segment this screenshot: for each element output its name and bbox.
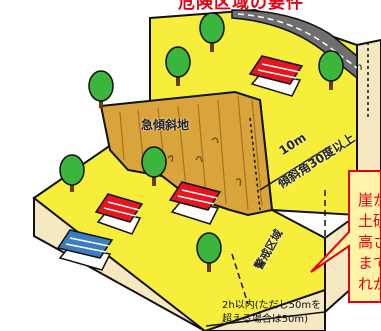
tree-cliff-top xyxy=(88,70,114,108)
slope-arrow-line xyxy=(259,145,331,191)
cliff-label: 急傾斜地 xyxy=(141,118,190,132)
callout-line-3: 高さ xyxy=(358,233,381,251)
distance-label: 2h以内(ただし50mを超える場合は50m) xyxy=(222,299,362,327)
callout-line-4: まで xyxy=(358,254,381,272)
tree-upper-right xyxy=(318,50,344,90)
warning-zone-boundary xyxy=(231,253,249,305)
distance-line-2: 超える場合は50m) xyxy=(222,314,309,325)
height-h-mark: h xyxy=(356,62,363,73)
road xyxy=(231,9,358,80)
distance-arrow xyxy=(205,311,326,327)
callout-line-5: れか xyxy=(358,275,381,293)
cliff-cracks xyxy=(167,137,242,187)
title-fragment: 危険区域の要件 xyxy=(178,0,304,13)
callout-line-2: 土砂 xyxy=(358,212,381,230)
tree-lower-right xyxy=(196,232,222,272)
callout-bubble xyxy=(310,170,381,303)
tree-top-right xyxy=(199,12,225,52)
cliff-texture xyxy=(119,95,263,211)
house-lower-left xyxy=(94,193,144,235)
distance-line-1: 2h以内(ただし50mを xyxy=(222,300,322,311)
road-centerline xyxy=(237,13,358,69)
cliff-face xyxy=(99,90,274,217)
house-upper xyxy=(248,55,304,97)
tree-top-left xyxy=(165,46,191,86)
house-lower-right xyxy=(168,181,222,225)
tree-lower-left xyxy=(59,154,85,192)
callout-line-1: 崖か xyxy=(358,191,381,209)
tree-lower-middle xyxy=(141,146,167,186)
house-blue xyxy=(56,229,114,271)
